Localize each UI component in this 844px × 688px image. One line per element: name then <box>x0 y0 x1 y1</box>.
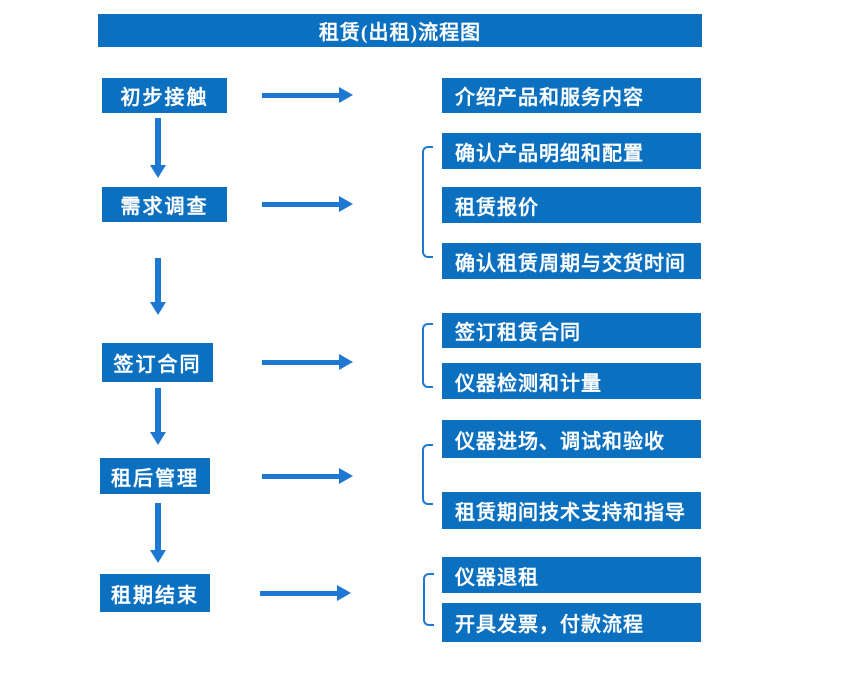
detail-box-technical-support: 租赁期间技术支持和指导 <box>442 492 701 529</box>
detail-box-confirm-product-details: 确认产品明细和配置 <box>442 133 701 169</box>
detail-box-invoice-payment: 开具发票，付款流程 <box>442 603 701 642</box>
down-arrow-icon <box>150 118 166 178</box>
detail-box-instrument-return: 仪器退租 <box>442 557 701 593</box>
bracket-icon <box>423 573 434 626</box>
bracket-icon <box>422 146 433 258</box>
right-arrow-icon <box>262 87 353 103</box>
detail-box-instrument-testing: 仪器检测和计量 <box>442 363 701 399</box>
step-box-sign-contract: 签订合同 <box>102 343 213 382</box>
right-arrow-icon <box>262 196 353 212</box>
detail-box-rental-quote: 租赁报价 <box>442 187 701 223</box>
detail-box-sign-rental-contract: 签订租赁合同 <box>442 313 701 348</box>
detail-box-confirm-period-delivery: 确认租赁周期与交货时间 <box>442 243 701 279</box>
step-box-rental-end: 租期结束 <box>100 574 210 612</box>
diagram-title: 租赁(出租)流程图 <box>98 14 702 47</box>
bracket-icon <box>422 444 433 505</box>
bracket-icon <box>422 323 433 388</box>
right-arrow-icon <box>260 585 351 601</box>
detail-box-introduce-products: 介绍产品和服务内容 <box>442 78 701 113</box>
down-arrow-icon <box>150 503 166 563</box>
right-arrow-icon <box>262 468 353 484</box>
down-arrow-icon <box>150 258 166 315</box>
step-box-initial-contact: 初步接触 <box>102 78 227 113</box>
right-arrow-icon <box>262 354 353 370</box>
step-box-post-rental-management: 租后管理 <box>100 458 210 494</box>
step-box-demand-survey: 需求调查 <box>102 187 227 222</box>
detail-box-instrument-setup: 仪器进场、调试和验收 <box>442 420 701 458</box>
down-arrow-icon <box>150 388 166 445</box>
